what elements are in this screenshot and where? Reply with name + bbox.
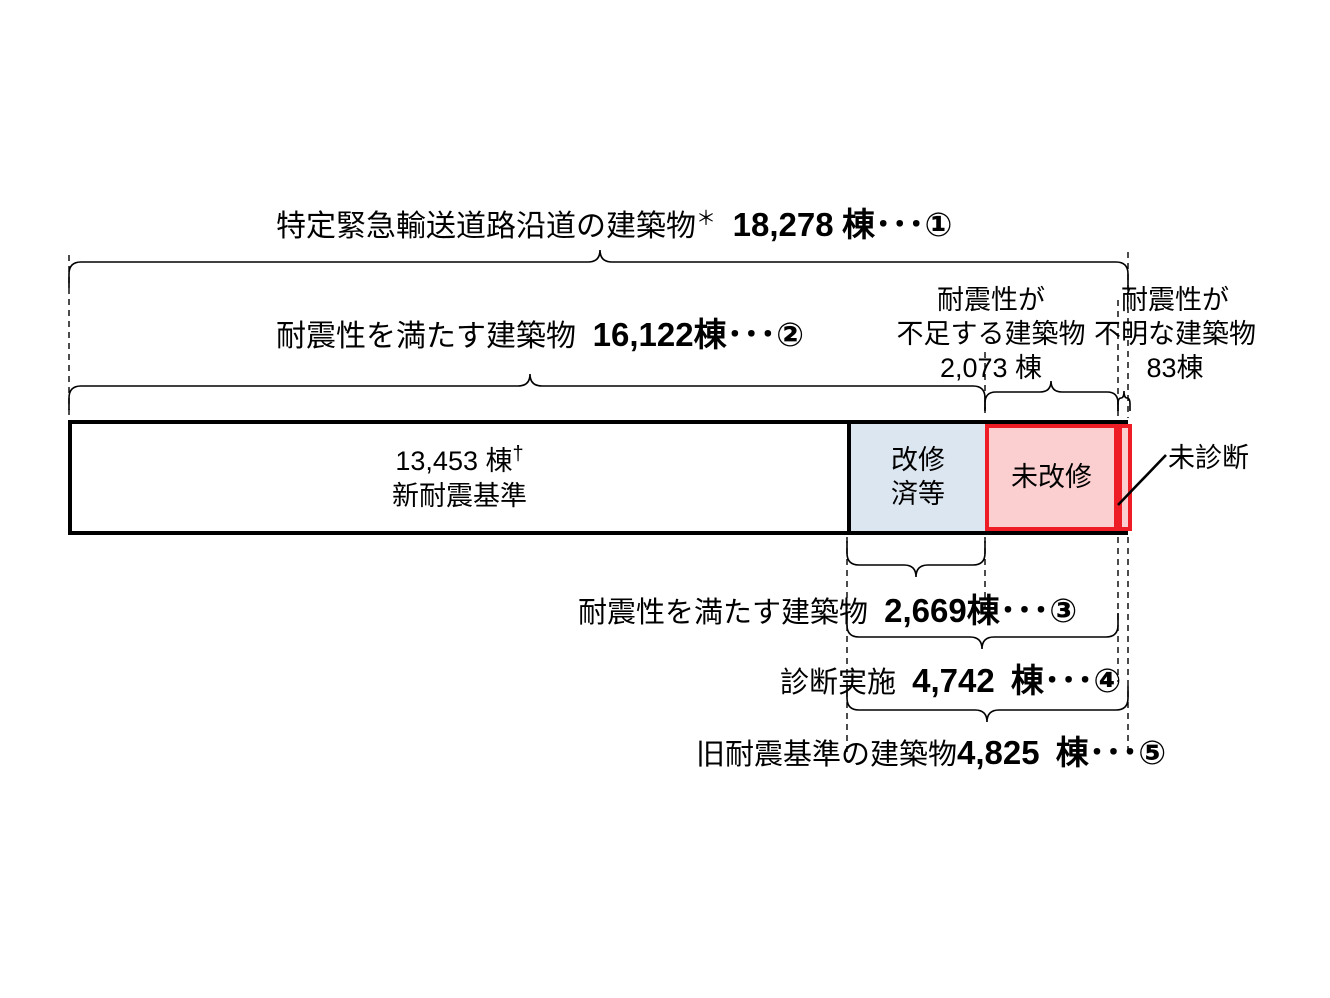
asterisk-marker: ＊ bbox=[696, 208, 716, 230]
bottom-row-5-value: 4,825 bbox=[957, 734, 1040, 771]
bottom-row-3-value: 2,669 bbox=[884, 592, 967, 629]
bottom-row-3-text: 耐震性を満たす建築物 bbox=[578, 597, 869, 629]
bottom-row-4-dots: ･･･ bbox=[1043, 662, 1094, 699]
unknown-buildings-label: 耐震性が 不明な建築物 83棟 bbox=[1080, 284, 1270, 385]
bottom-row-5: 旧耐震基準の建築物4,825 棟･･･⑤ bbox=[696, 734, 1166, 773]
compliant-buildings-unit: 棟 bbox=[693, 316, 727, 353]
bottom-row-4-value: 4,742 bbox=[912, 662, 995, 699]
retrofitted-line1: 改修 bbox=[891, 444, 945, 475]
bottom-row-5-unit: 棟 bbox=[1055, 734, 1089, 771]
bottom-row-5-text: 旧耐震基準の建築物 bbox=[696, 739, 958, 771]
undiagnosed-callout-label: 未診断 bbox=[1168, 443, 1249, 473]
brace-row3 bbox=[846, 541, 986, 578]
new-standard-value: 13,453 棟 bbox=[395, 445, 513, 476]
bottom-row-4: 診断実施 4,742 棟･･･④ bbox=[780, 662, 1121, 701]
unknown-line1: 耐震性が bbox=[1121, 285, 1229, 315]
brace-unknown bbox=[1117, 390, 1131, 411]
bar-segment-retrofitted: 改修 済等 bbox=[847, 424, 985, 531]
bottom-row-3-unit: 棟 bbox=[966, 592, 1000, 629]
total-buildings-value: 18,278 bbox=[732, 206, 834, 243]
insufficient-line2: 不足する建築物 bbox=[896, 318, 1086, 349]
total-buildings-label: 特定緊急輸送道路沿道の建築物＊ 18,278 棟･･･① bbox=[276, 206, 952, 245]
insufficient-line1: 耐震性が bbox=[937, 285, 1045, 315]
new-standard-label: 新耐震基準 bbox=[392, 481, 527, 511]
brace-compliant bbox=[68, 373, 986, 410]
compliant-buildings-dots: ･･･ bbox=[726, 316, 777, 353]
bottom-row-5-index: ⑤ bbox=[1138, 734, 1167, 771]
unknown-count: 83棟 bbox=[1146, 352, 1204, 383]
total-buildings-index: ① bbox=[924, 206, 953, 243]
retrofitted-line2: 済等 bbox=[891, 478, 945, 509]
bottom-row-5-dots: ･･･ bbox=[1088, 734, 1139, 771]
total-buildings-unit: 棟 bbox=[841, 206, 875, 243]
bottom-row-4-index: ④ bbox=[1093, 662, 1122, 699]
bottom-row-4-unit: 棟 bbox=[1010, 662, 1044, 699]
bar-segment-new-standard: 13,453 棟† 新耐震基準 bbox=[72, 424, 847, 531]
compliant-buildings-value: 16,122 bbox=[592, 316, 694, 353]
total-buildings-dots: ･･･ bbox=[874, 206, 925, 243]
dagger-marker: † bbox=[512, 442, 524, 465]
bar-segment-undiagnosed bbox=[1118, 424, 1132, 531]
bottom-row-3: 耐震性を満たす建築物 2,669棟･･･③ bbox=[578, 592, 1077, 631]
bottom-row-3-index: ③ bbox=[1049, 592, 1078, 629]
insufficient-count: 2,073 棟 bbox=[939, 352, 1043, 383]
unknown-line2: 不明な建築物 bbox=[1094, 318, 1256, 349]
stacked-bar: 13,453 棟† 新耐震基準 改修 済等 未改修 bbox=[68, 420, 1132, 535]
insufficient-buildings-label: 耐震性が 不足する建築物 2,073 棟 bbox=[886, 284, 1096, 385]
compliant-buildings-text: 耐震性を満たす建築物 bbox=[276, 320, 576, 353]
new-standard-value-row: 13,453 棟† bbox=[395, 441, 523, 479]
bottom-row-3-dots: ･･･ bbox=[999, 592, 1050, 629]
not-retrofitted-label: 未改修 bbox=[1011, 461, 1092, 492]
compliant-buildings-index: ② bbox=[776, 316, 805, 353]
total-buildings-text: 特定緊急輸送道路沿道の建築物 bbox=[276, 210, 696, 243]
bar-segment-not-retrofitted: 未改修 bbox=[985, 424, 1118, 531]
brace-insufficient bbox=[984, 380, 1119, 411]
brace-total bbox=[68, 249, 1129, 288]
bottom-row-4-text: 診断実施 bbox=[780, 667, 897, 699]
compliant-buildings-label: 耐震性を満たす建築物 16,122棟･･･② bbox=[276, 316, 804, 355]
